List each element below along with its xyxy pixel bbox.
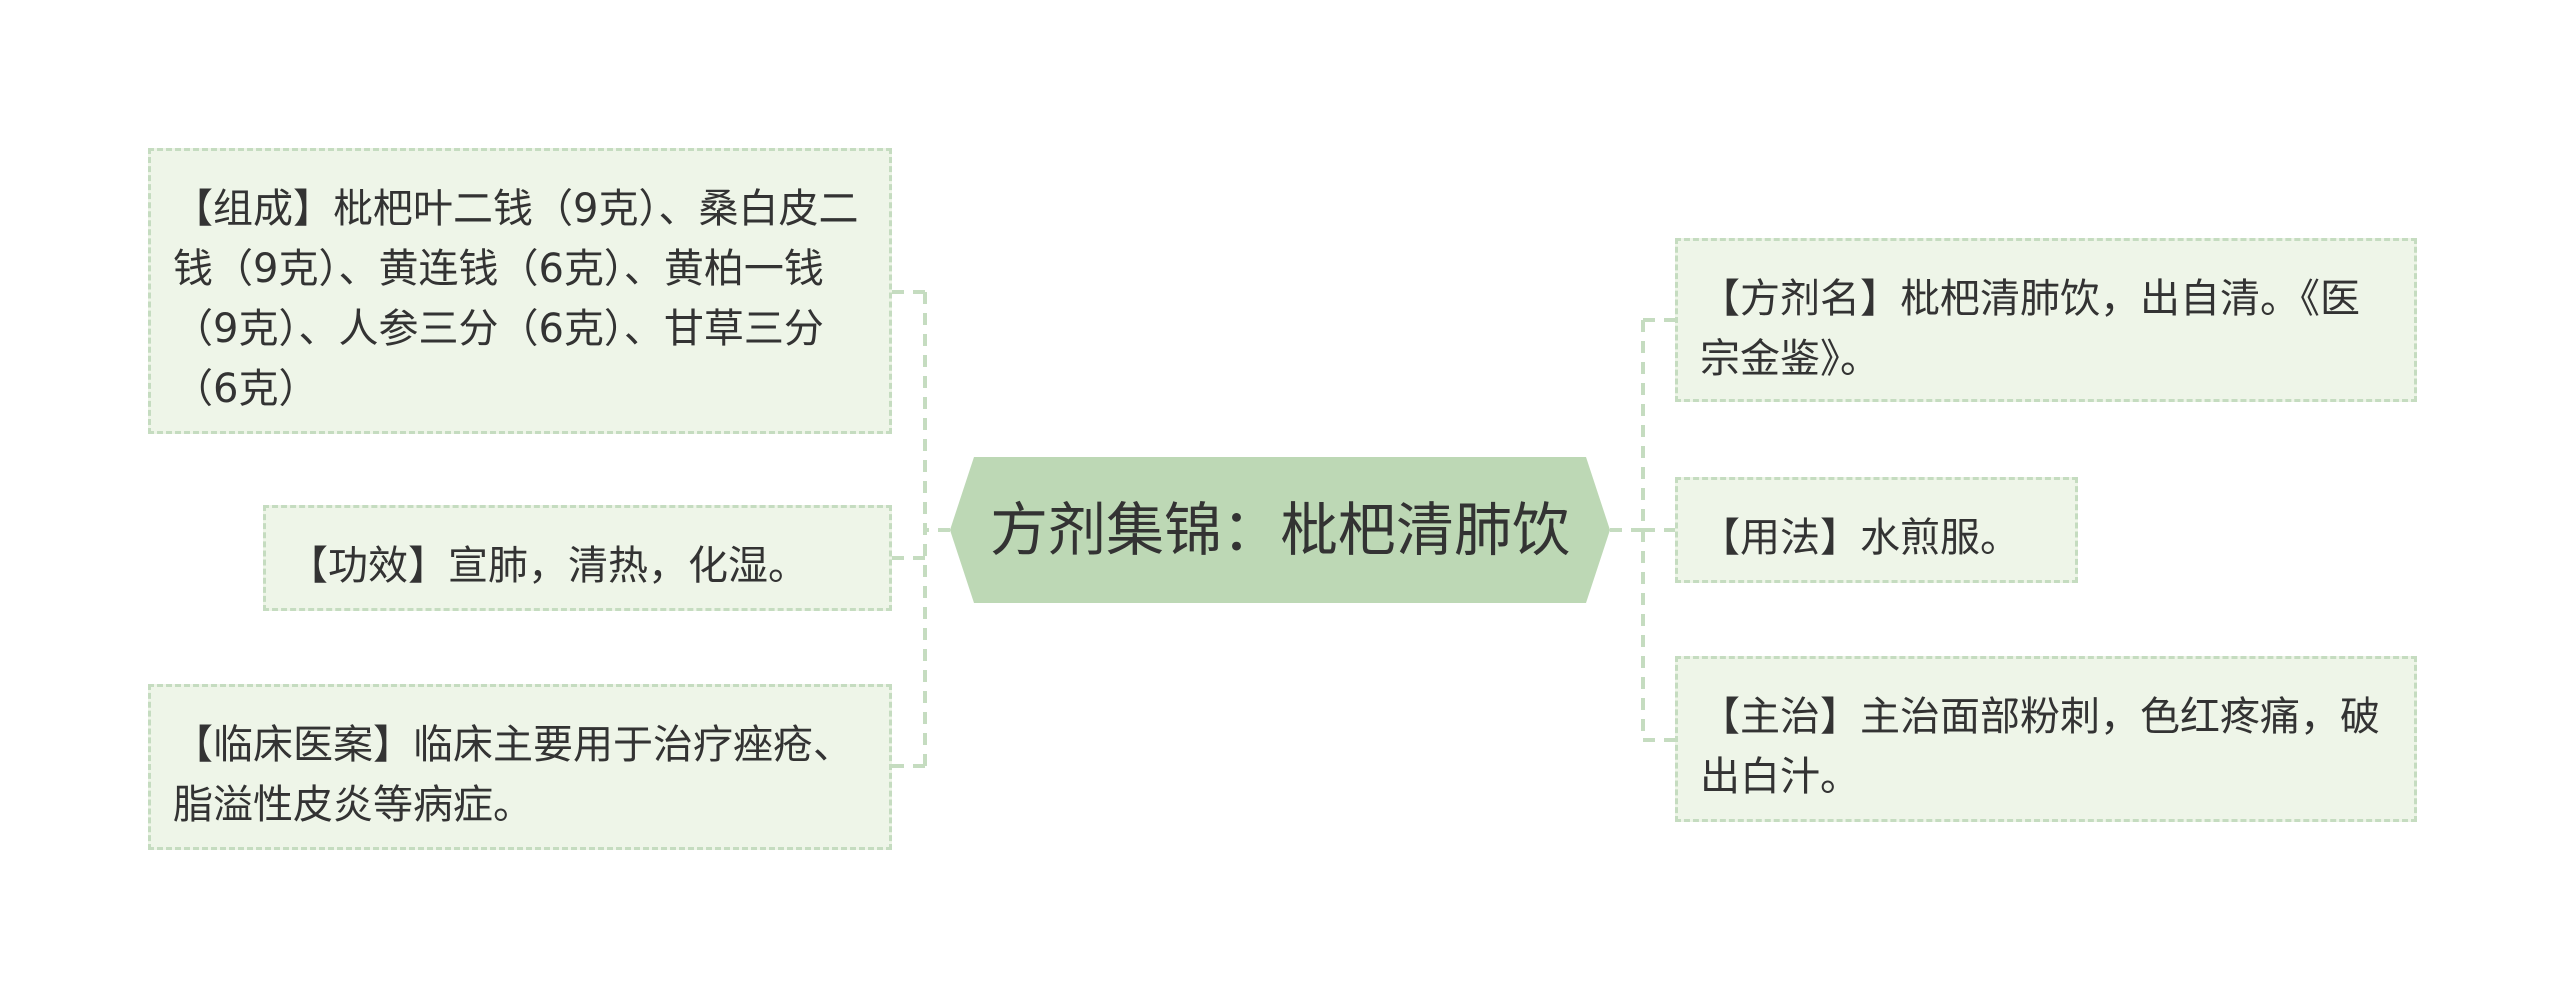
topic-composition[interactable]: 【组成】枇杷叶二钱（9克）、桑白皮二钱（9克）、黄连钱（6克）、黄柏一钱（9克）… [148, 148, 892, 434]
topic-formula-name-text: 【方剂名】枇杷清肺饮，出自清。《医宗金鉴》。 [1700, 276, 2360, 382]
topic-formula-name[interactable]: 【方剂名】枇杷清肺饮，出自清。《医宗金鉴》。 [1675, 238, 2417, 402]
topic-usage[interactable]: 【用法】水煎服。 [1675, 477, 2078, 583]
central-topic-hexagon [950, 457, 1610, 603]
topic-indications-text: 【主治】主治面部粉刺，色红疼痛，破出白汁。 [1700, 694, 2380, 800]
topic-clinical-cases[interactable]: 【临床医案】临床主要用于治疗痤疮、脂溢性皮炎等病症。 [148, 684, 892, 850]
topic-clinical-cases-text: 【临床医案】临床主要用于治疗痤疮、脂溢性皮炎等病症。 [173, 722, 853, 828]
topic-indications[interactable]: 【主治】主治面部粉刺，色红疼痛，破出白汁。 [1675, 656, 2417, 822]
central-topic[interactable]: 方剂集锦：枇杷清肺饮 [950, 457, 1610, 603]
central-topic-title: 方剂集锦：枇杷清肺饮 [989, 496, 1570, 564]
topic-composition-text: 【组成】枇杷叶二钱（9克）、桑白皮二钱（9克）、黄连钱（6克）、黄柏一钱（9克）… [173, 186, 859, 412]
topic-efficacy-text: 【功效】宣肺，清热，化湿。 [288, 543, 808, 589]
topic-usage-text: 【用法】水煎服。 [1700, 515, 2020, 561]
topic-efficacy[interactable]: 【功效】宣肺，清热，化湿。 [263, 505, 892, 611]
